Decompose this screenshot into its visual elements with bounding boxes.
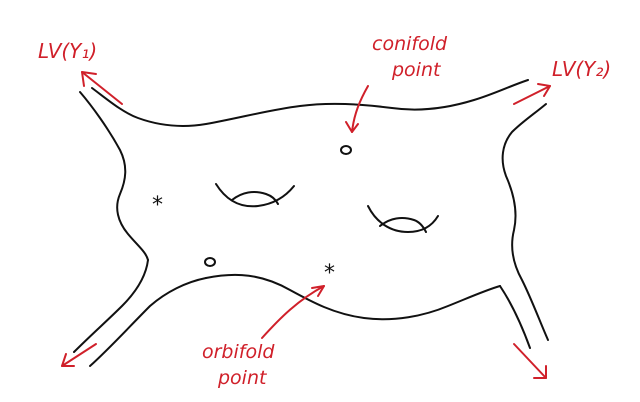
- conifold-label-line1: conifold: [372, 33, 448, 55]
- handle-left-upper: [216, 184, 294, 206]
- lower-right-tentacle-outer: [503, 104, 548, 340]
- lv-y2-label: LV(Y₂): [552, 57, 611, 81]
- orbifold-star-center: *: [324, 261, 335, 286]
- orbifold-label-line2: point: [217, 367, 268, 389]
- orbifold-arrow: [262, 286, 324, 338]
- orbifold-label-line1: orbifold: [202, 341, 275, 363]
- conifold-arrow: [352, 86, 368, 132]
- conifold-circle-top: [341, 146, 351, 154]
- conifold-circle-left: [205, 258, 215, 266]
- lv-y1-label: LV(Y₁): [38, 39, 97, 63]
- lower-left-tentacle-inner: [90, 278, 206, 366]
- lower-right-arrow: [514, 344, 546, 378]
- lower-right-tentacle: [500, 286, 530, 348]
- surface-top-edge: [92, 80, 528, 126]
- surface-bottom-edge: [206, 275, 500, 319]
- lower-left-tentacle: [74, 260, 148, 352]
- handle-left: [216, 184, 294, 206]
- surface-outline: [74, 80, 548, 366]
- conifold-label-line2: point: [391, 59, 442, 81]
- handle-right-upper: [368, 206, 438, 232]
- handle-right: [368, 206, 438, 232]
- orbifold-star-left: *: [152, 193, 163, 218]
- lv-y1-arrow: [82, 72, 122, 104]
